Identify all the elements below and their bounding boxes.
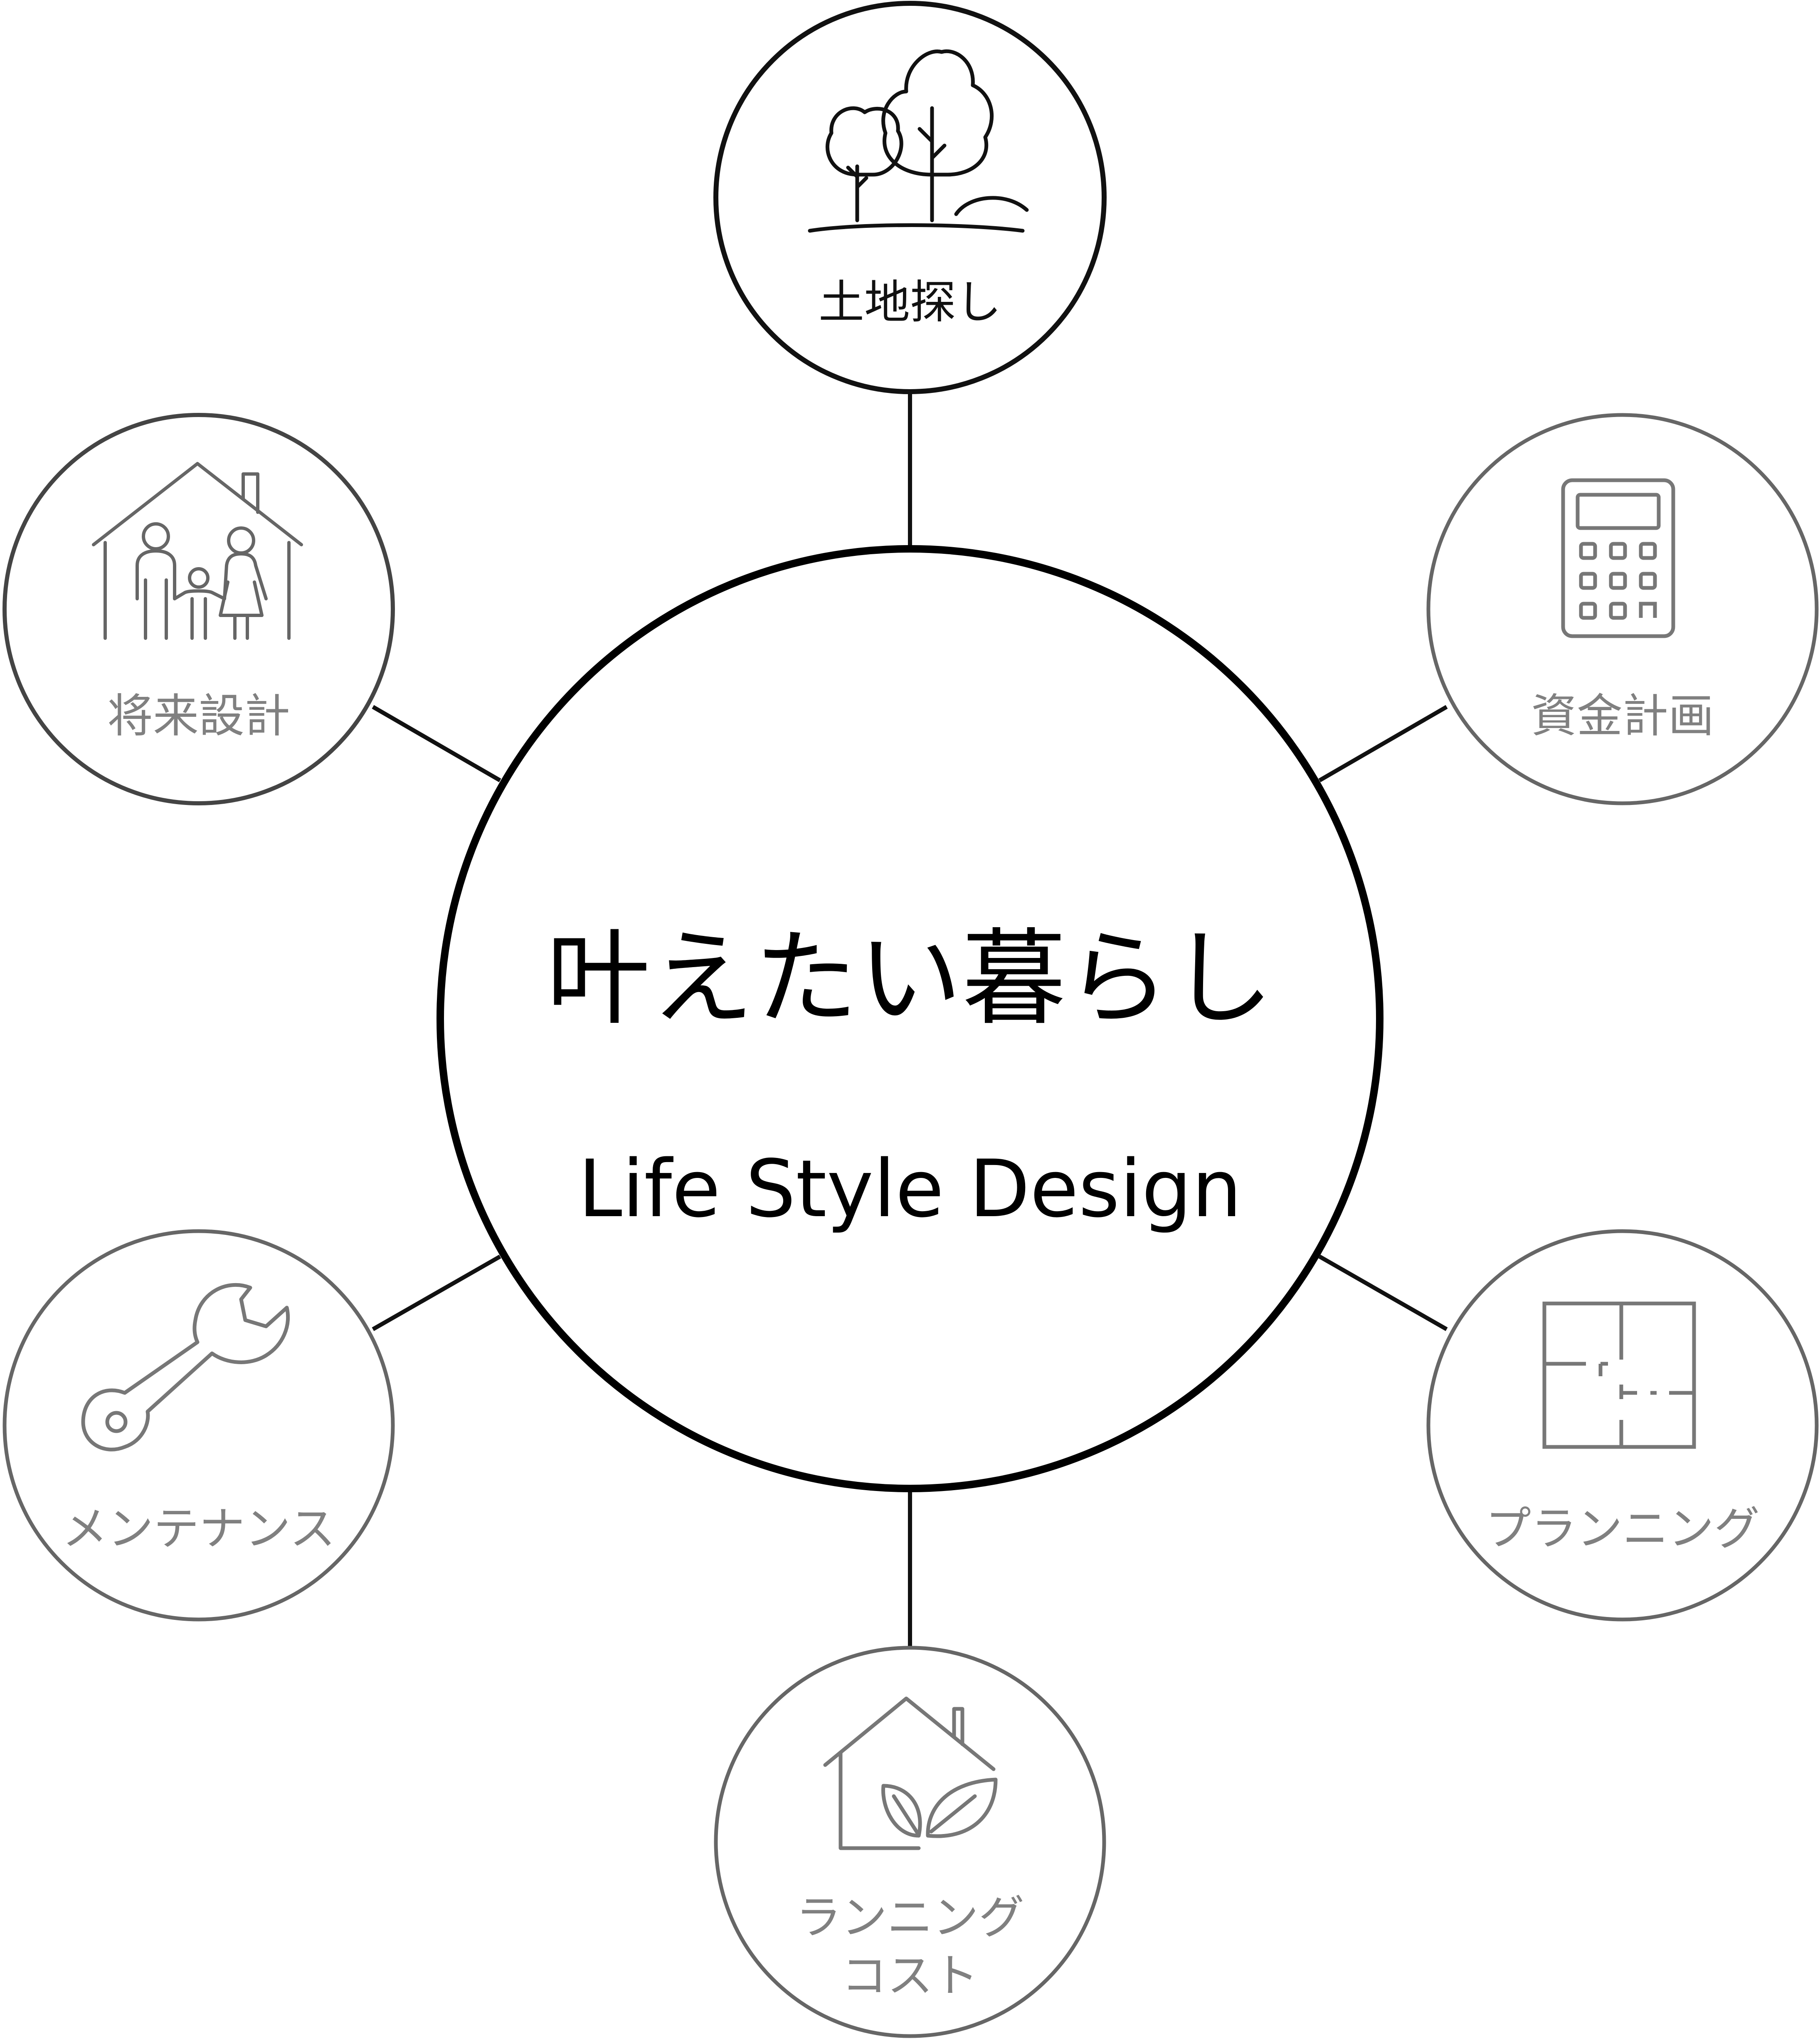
connector-maintenance: [372, 1254, 501, 1331]
node-future: 将来設計: [2, 413, 395, 805]
node-land-circle: [713, 1, 1107, 394]
node-planning: プランニング: [1426, 1229, 1819, 1622]
node-finance: 資金計画: [1426, 413, 1819, 805]
node-future-circle: [2, 413, 395, 805]
node-future-label: 将来設計: [107, 689, 290, 743]
node-maintenance-circle: [2, 1229, 395, 1622]
node-planning-label: プランニング: [1485, 1502, 1760, 1555]
node-maintenance: メンテナンス: [2, 1229, 395, 1622]
node-land-label: 土地探し: [819, 276, 1001, 329]
center-circle: [437, 545, 1383, 1492]
node-running-circle: [714, 1646, 1106, 2038]
wrench-icon: [81, 1283, 290, 1451]
connector-planning: [1318, 1254, 1448, 1331]
trees-landscape-icon: [808, 49, 1029, 233]
node-finance-label: 資金計画: [1531, 689, 1714, 743]
node-finance-circle: [1426, 413, 1819, 805]
node-maintenance-label: メンテナンス: [62, 1502, 335, 1555]
calculator-icon: [1561, 478, 1675, 638]
floor-plan-icon: [1542, 1301, 1696, 1449]
family-house-icon: [92, 462, 303, 640]
eco-house-icon: [823, 1696, 998, 1850]
node-running: ランニング コスト: [714, 1646, 1106, 2038]
node-running-label-line1: ランニング: [796, 1891, 1024, 1944]
connector-future: [372, 705, 501, 783]
center-title-jp: 叶えたい暮らし: [546, 918, 1274, 1039]
connectors: [372, 392, 1448, 1647]
node-running-label-line2: コスト: [841, 1949, 979, 2002]
center-title-en: Life Style Design: [578, 1143, 1242, 1235]
connector-finance: [1318, 705, 1448, 783]
node-land: 土地探し: [713, 1, 1107, 394]
